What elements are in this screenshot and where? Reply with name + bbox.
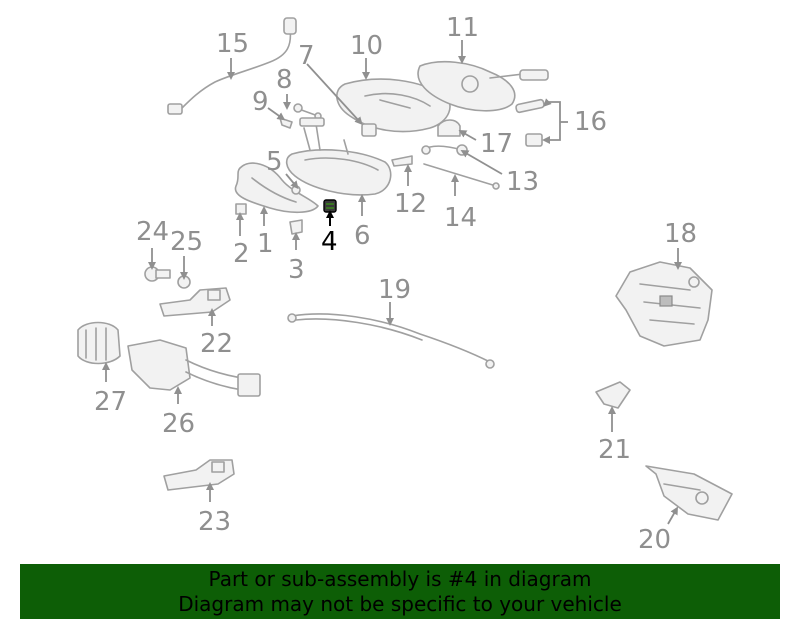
part-9-clip: [279, 117, 293, 129]
callout-15: 15: [216, 29, 249, 59]
part-17-cap: [437, 119, 461, 137]
callout-11: 11: [446, 13, 479, 43]
callout-2: 2: [233, 239, 250, 269]
callout-16: 16: [574, 107, 607, 137]
callout-7: 7: [298, 41, 315, 71]
callout-27: 27: [94, 387, 127, 417]
banner-line-1: Part or sub-assembly is #4 in diagram: [208, 567, 592, 591]
part-25-nut: [177, 275, 191, 289]
part-26-hinge: [127, 339, 261, 397]
part-23-check: [163, 459, 235, 491]
part-19-cable: [287, 313, 495, 369]
callout-1: 1: [257, 229, 274, 259]
callout-10: 10: [350, 31, 383, 61]
callout-9: 9: [252, 87, 269, 117]
part-2-clip: [235, 203, 247, 215]
callout-26: 26: [162, 409, 195, 439]
callout-14: 14: [444, 203, 477, 233]
part-24-bolt: [144, 266, 171, 282]
part-4-screw: [323, 199, 337, 213]
part-18-actuator: [615, 261, 713, 347]
callout-8: 8: [276, 65, 293, 95]
callout-18: 18: [664, 219, 697, 249]
part-6-outside-handle: [285, 117, 392, 196]
callout-17: 17: [480, 129, 513, 159]
callout-4: 4: [321, 227, 338, 257]
part-13-lever: [421, 144, 468, 156]
callout-24: 24: [136, 217, 169, 247]
part-27-boot: [77, 321, 121, 365]
part-8-rod: [293, 103, 322, 120]
part-22-check: [159, 287, 231, 317]
callout-6: 6: [354, 221, 371, 251]
part-16-pieces: [515, 98, 545, 147]
part-14-rod: [423, 163, 500, 190]
callout-22: 22: [200, 329, 233, 359]
callout-23: 23: [198, 507, 231, 537]
part-20-bracket: [645, 465, 733, 521]
part-7-bracket: [361, 123, 377, 137]
callout-21: 21: [598, 435, 631, 465]
part-21-bracket: [595, 381, 631, 409]
part-11-lock-assembly: [417, 60, 549, 112]
info-banner: Part or sub-assembly is #4 in diagram Di…: [20, 564, 780, 619]
callout-3: 3: [288, 255, 305, 285]
part-10-bezel: [336, 78, 451, 133]
parts-diagram: 1 2 3 4 5 6 7 8 9 10 11 12 13 14 15 16 1…: [77, 13, 733, 555]
callout-25: 25: [170, 227, 203, 257]
callout-12: 12: [394, 189, 427, 219]
callout-20: 20: [638, 525, 671, 555]
callout-labels: 1 2 3 4 5 6 7 8 9 10 11 12 13 14 15 16 1…: [94, 13, 697, 555]
leader-lines: [102, 40, 682, 525]
callout-13: 13: [506, 167, 539, 197]
part-3-clip: [289, 219, 303, 235]
callout-5: 5: [266, 147, 283, 177]
banner-line-2: Diagram may not be specific to your vehi…: [178, 592, 622, 616]
callout-19: 19: [378, 275, 411, 305]
part-15-cable: [167, 17, 297, 115]
part-12-clip: [391, 155, 413, 167]
